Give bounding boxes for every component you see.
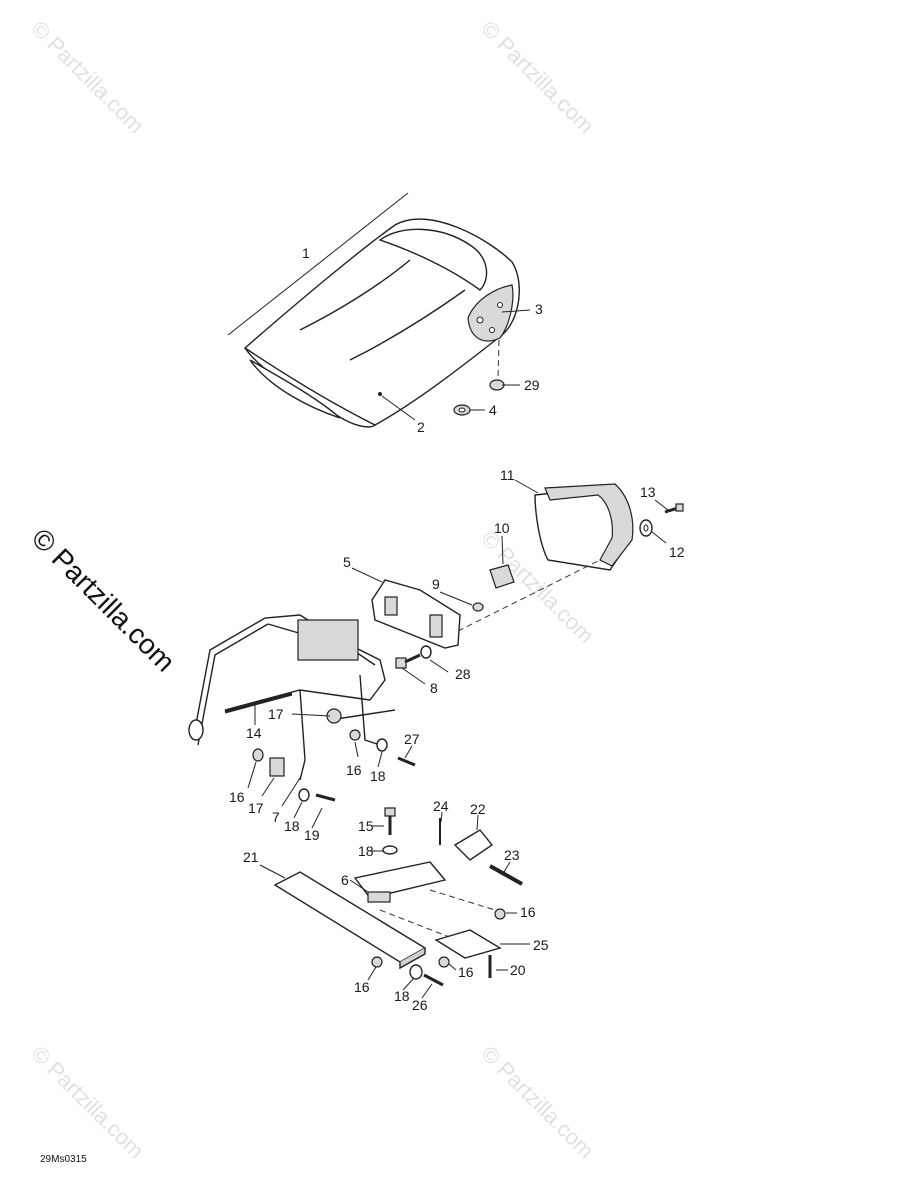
callout-25: 25	[533, 937, 549, 953]
callout-3: 3	[535, 301, 543, 317]
spacer-17	[269, 757, 285, 777]
callout-27: 27	[404, 731, 420, 747]
bolt-19	[315, 793, 336, 802]
nut-16-lower	[371, 908, 506, 968]
pin-23	[489, 864, 523, 886]
washer-18-mid	[382, 845, 398, 855]
callout-28: 28	[455, 666, 471, 682]
callout-10: 10	[494, 520, 510, 536]
callout-19: 19	[304, 827, 320, 843]
callouts: 1 3 29 4 2 11 13 12 10 5 9 28 8 14 17 27…	[229, 245, 685, 1013]
callout-26: 26	[412, 997, 428, 1013]
callout-18-center: 18	[358, 843, 374, 859]
bolt-15	[384, 807, 396, 835]
callout-16-right: 16	[520, 904, 536, 920]
bolt-26	[423, 973, 444, 987]
callout-2: 2	[417, 419, 425, 435]
callout-24: 24	[433, 798, 449, 814]
washer-18-bottom	[409, 964, 423, 980]
watermark-top-left: © Partzilla.com	[26, 16, 149, 139]
nut-16-left	[252, 748, 264, 762]
watermark-top-right: © Partzilla.com	[476, 16, 599, 139]
callout-18-bottom: 18	[394, 988, 410, 1004]
callout-4: 4	[489, 402, 497, 418]
nut-29	[489, 339, 505, 391]
bracket-25	[434, 929, 502, 959]
callout-15: 15	[358, 818, 374, 834]
callout-1: 1	[302, 245, 310, 261]
callout-17-lower: 17	[248, 800, 264, 816]
callout-20: 20	[510, 962, 526, 978]
socket-10	[489, 564, 515, 589]
callout-5: 5	[343, 554, 351, 570]
callout-9: 9	[432, 576, 440, 592]
callout-8: 8	[430, 680, 438, 696]
callout-13: 13	[640, 484, 656, 500]
callout-7: 7	[272, 809, 280, 825]
diagram-code: 29Ms0315	[40, 1154, 87, 1165]
nut-9	[472, 602, 484, 612]
callout-16-lowleft: 16	[354, 979, 370, 995]
clip-22	[453, 829, 494, 861]
callout-18-mid: 18	[370, 768, 386, 784]
callout-18-left: 18	[284, 818, 300, 834]
callout-11: 11	[500, 467, 515, 483]
callout-22: 22	[470, 801, 486, 817]
nut-4	[453, 404, 471, 416]
seat-part	[227, 192, 520, 428]
watermark-bottom-left: © Partzilla.com	[26, 1041, 149, 1164]
bracket-6	[353, 861, 447, 903]
callout-21: 21	[243, 849, 259, 865]
watermark-side: © Partzilla.com	[26, 522, 181, 677]
watermark-bottom-right: © Partzilla.com	[476, 1041, 599, 1164]
watermarks: © Partzilla.com © Partzilla.com © Partzi…	[26, 16, 599, 1164]
leader-lines	[247, 309, 669, 999]
washer-18-left	[298, 788, 310, 802]
callout-16-bottom: 16	[458, 964, 474, 980]
callout-16-left: 16	[229, 789, 245, 805]
callout-16-mid: 16	[346, 762, 362, 778]
callout-17-upper: 17	[268, 706, 284, 722]
bracket-5	[371, 579, 461, 649]
washer-28	[420, 645, 432, 659]
callout-14: 14	[246, 725, 262, 741]
rack-frame-14	[188, 614, 396, 781]
washer-18-right	[376, 738, 388, 752]
callout-23: 23	[504, 847, 520, 863]
screw-13	[664, 503, 684, 514]
washer-12	[639, 519, 653, 537]
callout-29: 29	[524, 377, 540, 393]
callout-6: 6	[341, 872, 349, 888]
callout-12: 12	[669, 544, 685, 560]
bolt-8	[395, 653, 421, 669]
bolt-27	[397, 756, 416, 767]
taillight-part	[439, 483, 634, 641]
nut-16-right	[349, 729, 361, 741]
